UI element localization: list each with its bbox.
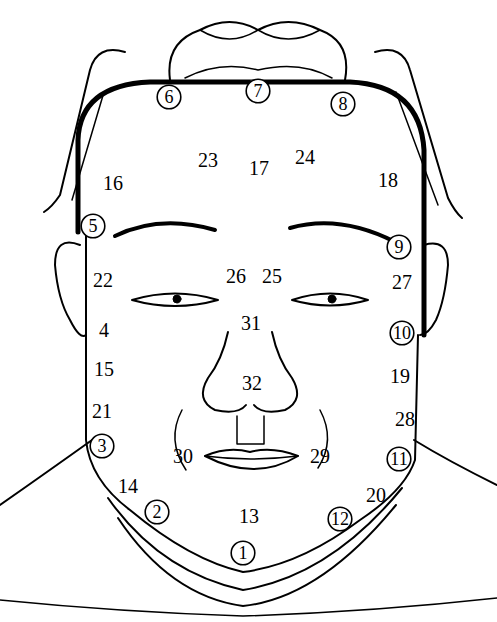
circle-outline bbox=[246, 79, 270, 103]
callout-number: 9 bbox=[395, 238, 404, 256]
callout-number: 2 bbox=[153, 503, 162, 521]
circle-outline bbox=[387, 235, 411, 259]
circled-number: 1 bbox=[230, 540, 256, 566]
point-number: 23 bbox=[198, 150, 218, 170]
circle-outline bbox=[387, 447, 411, 471]
point-number: 28 bbox=[395, 409, 415, 429]
point-number: 13 bbox=[239, 506, 259, 526]
point-number: 26 bbox=[226, 266, 246, 286]
circle-outline bbox=[81, 214, 105, 238]
circled-number: 2 bbox=[144, 499, 170, 525]
point-number: 19 bbox=[390, 366, 410, 386]
circle-outline bbox=[231, 541, 255, 565]
callout-number: 7 bbox=[254, 82, 263, 100]
point-number: 22 bbox=[93, 270, 113, 290]
point-number: 15 bbox=[94, 359, 114, 379]
point-number: 20 bbox=[366, 485, 386, 505]
circled-number: 12 bbox=[327, 506, 353, 532]
point-number: 14 bbox=[118, 476, 138, 496]
point-number: 18 bbox=[378, 170, 398, 190]
circled-number: 3 bbox=[89, 433, 115, 459]
circled-number: 11 bbox=[386, 446, 412, 472]
point-number: 25 bbox=[262, 266, 282, 286]
callout-number: 5 bbox=[89, 217, 98, 235]
point-number: 16 bbox=[103, 173, 123, 193]
callout-number: 1 bbox=[239, 544, 248, 562]
circled-number: 5 bbox=[80, 213, 106, 239]
callout-number: 10 bbox=[393, 324, 411, 342]
circle-outline bbox=[157, 85, 181, 109]
point-number: 30 bbox=[173, 446, 193, 466]
callout-number: 8 bbox=[339, 95, 348, 113]
point-number: 29 bbox=[310, 446, 330, 466]
callout-number: 12 bbox=[331, 510, 349, 528]
point-number: 32 bbox=[242, 373, 262, 393]
callout-number: 11 bbox=[390, 450, 407, 468]
circled-number: 6 bbox=[156, 84, 182, 110]
circled-number: 7 bbox=[245, 78, 271, 104]
callout-number: 6 bbox=[165, 88, 174, 106]
circle-outline bbox=[331, 92, 355, 116]
point-number: 31 bbox=[241, 313, 261, 333]
point-number: 21 bbox=[92, 401, 112, 421]
circled-number: 8 bbox=[330, 91, 356, 117]
circle-outline bbox=[328, 507, 352, 531]
point-number: 17 bbox=[249, 158, 269, 178]
point-number: 4 bbox=[99, 320, 109, 340]
point-number: 24 bbox=[295, 147, 315, 167]
circled-number: 10 bbox=[389, 320, 415, 346]
circle-outline bbox=[390, 321, 414, 345]
callout-number: 3 bbox=[98, 437, 107, 455]
circled-number: 9 bbox=[386, 234, 412, 260]
point-number: 27 bbox=[392, 272, 412, 292]
circle-outline bbox=[145, 500, 169, 524]
circle-outline bbox=[90, 434, 114, 458]
